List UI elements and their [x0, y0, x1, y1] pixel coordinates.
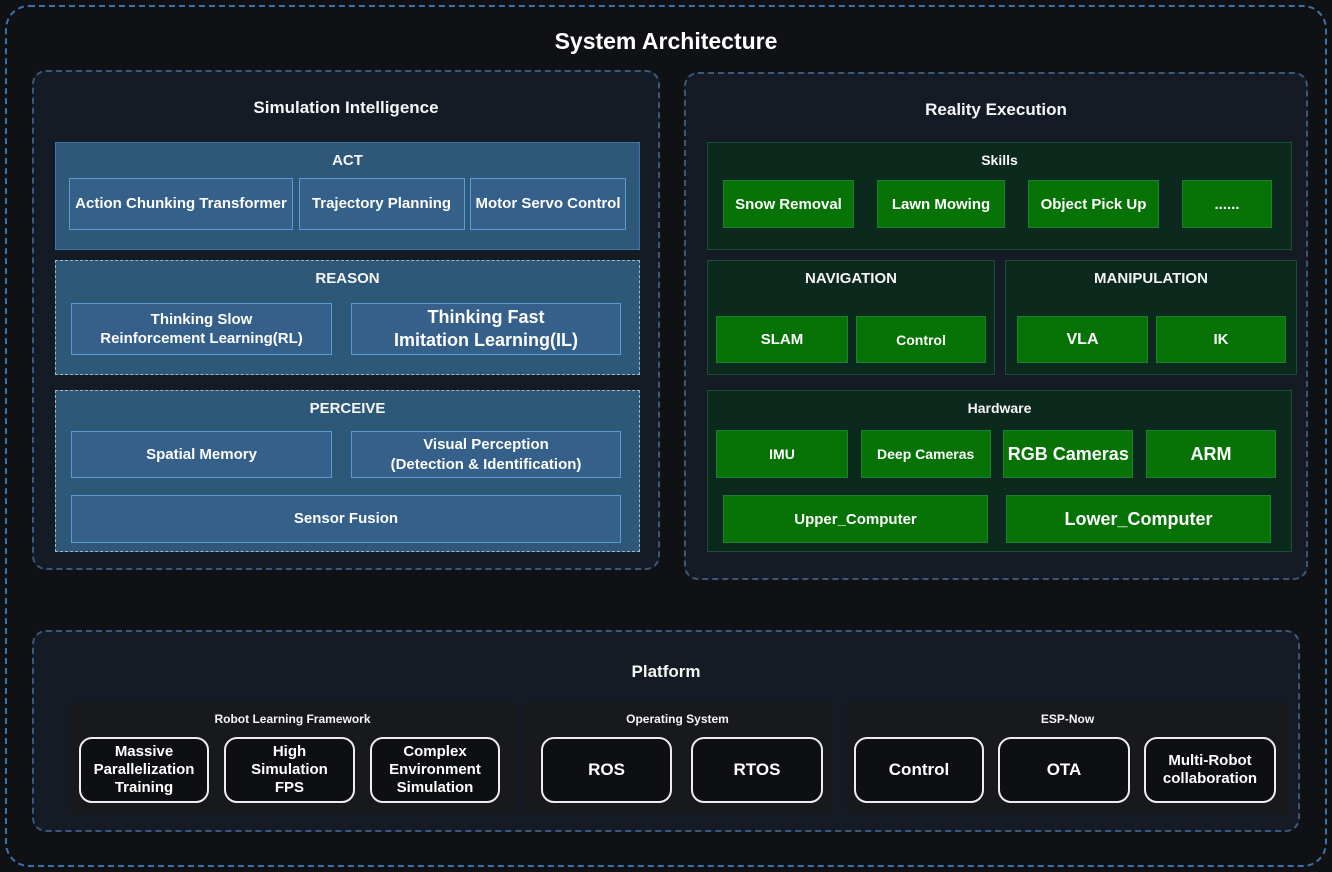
simulation-panel-title: Simulation Intelligence	[253, 98, 439, 117]
hardware-items-row-2: Upper_Computer Lower_Computer	[723, 495, 1271, 543]
section-navigation: NAVIGATION SLAM Control	[707, 260, 995, 375]
group-robot-learning-framework: Robot Learning Framework Massive Paralle…	[70, 702, 515, 814]
section-skills: Skills Snow Removal Lawn Mowing Object P…	[707, 142, 1292, 250]
section-hardware: Hardware IMU Deep Cameras RGB Cameras AR…	[707, 390, 1292, 552]
block-snow-removal: Snow Removal	[723, 180, 854, 228]
operating-system-row: ROS RTOS	[541, 737, 823, 803]
block-ros: ROS	[541, 737, 672, 803]
block-object-pick-up: Object Pick Up	[1028, 180, 1159, 228]
block-trajectory-planning: Trajectory Planning	[298, 178, 465, 230]
block-ota: OTA	[998, 737, 1130, 803]
block-spatial-memory: Spatial Memory	[71, 431, 332, 478]
perceive-items-row: Spatial Memory Visual Perception (Detect…	[71, 431, 621, 478]
panel-platform: Platform Robot Learning Framework Massiv…	[32, 630, 1300, 832]
block-slam: SLAM	[716, 316, 848, 363]
block-action-chunking-transformer: Action Chunking Transformer	[69, 178, 293, 230]
block-high-simulation-fps: High Simulation FPS	[224, 737, 355, 803]
block-upper-computer: Upper_Computer	[723, 495, 988, 543]
manipulation-section-title: MANIPULATION	[1094, 270, 1208, 287]
block-deep-cameras: Deep Cameras	[860, 430, 991, 478]
block-rgb-cameras: RGB Cameras	[1003, 430, 1134, 478]
navigation-section-title: NAVIGATION	[805, 270, 897, 287]
act-items-row: Action Chunking Transformer Trajectory P…	[69, 178, 626, 230]
block-lawn-mowing: Lawn Mowing	[877, 180, 1005, 228]
block-multi-robot-collaboration: Multi-Robot collaboration	[1144, 737, 1276, 803]
skills-items-row: Snow Removal Lawn Mowing Object Pick Up …	[723, 180, 1272, 228]
section-act: ACT Action Chunking Transformer Trajecto…	[55, 142, 640, 250]
block-thinking-slow-rl: Thinking Slow Reinforcement Learning(RL)	[71, 303, 332, 355]
block-lower-computer: Lower_Computer	[1006, 495, 1271, 543]
block-arm: ARM	[1145, 430, 1276, 478]
block-ik: IK	[1156, 316, 1286, 363]
operating-system-title: Operating System	[626, 712, 729, 726]
block-visual-perception: Visual Perception (Detection & Identific…	[351, 431, 621, 478]
reality-panel-title: Reality Execution	[925, 100, 1067, 119]
block-imu: IMU	[716, 430, 848, 478]
page-title: System Architecture	[554, 28, 778, 54]
act-section-title: ACT	[332, 152, 363, 169]
block-vla: VLA	[1017, 316, 1148, 363]
block-rtos: RTOS	[691, 737, 823, 803]
esp-now-title: ESP-Now	[1040, 712, 1095, 726]
block-nav-control: Control	[856, 316, 986, 363]
panel-simulation-intelligence: Simulation Intelligence ACT Action Chunk…	[32, 70, 660, 570]
section-manipulation: MANIPULATION VLA IK	[1005, 260, 1297, 375]
reason-section-title: REASON	[315, 270, 380, 287]
section-perceive: PERCEIVE Spatial Memory Visual Perceptio…	[55, 390, 640, 552]
robot-learning-framework-title: Robot Learning Framework	[214, 712, 371, 726]
esp-now-row: Control OTA Multi-Robot collaboration	[854, 737, 1276, 803]
block-motor-servo-control: Motor Servo Control	[470, 178, 626, 230]
hardware-items-row-1: IMU Deep Cameras RGB Cameras ARM	[716, 430, 1276, 478]
navigation-items-row: SLAM Control	[716, 316, 986, 363]
group-esp-now: ESP-Now Control OTA Multi-Robot collabor…	[846, 702, 1289, 814]
block-massive-parallelization-training: Massive Parallelization Training	[79, 737, 209, 803]
block-esp-control: Control	[854, 737, 984, 803]
skills-section-title: Skills	[981, 152, 1018, 168]
section-reason: REASON Thinking Slow Reinforcement Learn…	[55, 260, 640, 375]
block-thinking-fast-il: Thinking Fast Imitation Learning(IL)	[351, 303, 621, 355]
block-complex-environment-simulation: Complex Environment Simulation	[370, 737, 500, 803]
hardware-section-title: Hardware	[967, 400, 1032, 416]
manipulation-items-row: VLA IK	[1017, 316, 1286, 363]
platform-panel-title: Platform	[631, 662, 701, 681]
reason-items-row: Thinking Slow Reinforcement Learning(RL)…	[71, 303, 621, 355]
robot-learning-framework-row: Massive Parallelization Training High Si…	[79, 737, 500, 803]
group-operating-system: Operating System ROS RTOS	[522, 702, 833, 814]
block-sensor-fusion: Sensor Fusion	[71, 495, 621, 543]
panel-reality-execution: Reality Execution Skills Snow Removal La…	[684, 72, 1308, 580]
perceive-section-title: PERCEIVE	[309, 400, 386, 417]
block-more-skills: ......	[1182, 180, 1272, 228]
